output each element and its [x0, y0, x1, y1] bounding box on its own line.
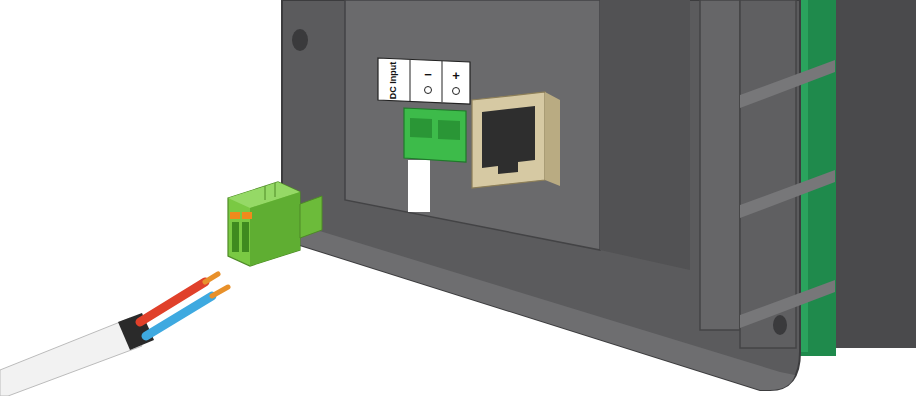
socket-pin — [438, 120, 460, 140]
screw-hole — [292, 29, 308, 51]
rj45-opening — [482, 106, 535, 174]
plug-rib — [275, 183, 276, 197]
plug-tab — [242, 212, 252, 219]
plug-hole — [242, 222, 249, 252]
plug-body — [228, 182, 300, 266]
frame-rib — [740, 0, 796, 348]
frame-rib — [700, 0, 740, 330]
screw-hole — [773, 315, 787, 335]
bracket — [740, 280, 835, 328]
connector-block — [345, 0, 600, 250]
label-divider — [442, 61, 443, 102]
label-divider — [410, 60, 411, 101]
label-plate — [378, 58, 470, 104]
wire-tip — [205, 274, 218, 282]
terminal-symbol — [425, 87, 432, 94]
housing-side — [835, 0, 916, 348]
plug-tongue — [300, 196, 322, 238]
bracket — [740, 170, 835, 218]
rj45-port — [472, 92, 545, 188]
plug-side — [250, 192, 300, 266]
plug-hole — [232, 222, 239, 252]
dc-socket — [404, 108, 466, 162]
polarity-label: − — [424, 68, 432, 81]
port-label: DC Input — [390, 61, 399, 99]
bracket — [740, 60, 835, 108]
rj45-side — [545, 92, 560, 186]
polarity-label: + — [452, 69, 460, 82]
blue-wire — [146, 296, 212, 336]
cable-jacket — [0, 318, 142, 396]
housing-back — [282, 0, 800, 390]
plug-rib — [265, 186, 266, 200]
terminal-symbol — [453, 88, 460, 95]
connector-block-side — [600, 0, 690, 270]
socket-pin — [410, 118, 432, 138]
wire-tip — [212, 287, 228, 296]
plug-tab — [230, 212, 240, 219]
slot — [408, 160, 430, 212]
